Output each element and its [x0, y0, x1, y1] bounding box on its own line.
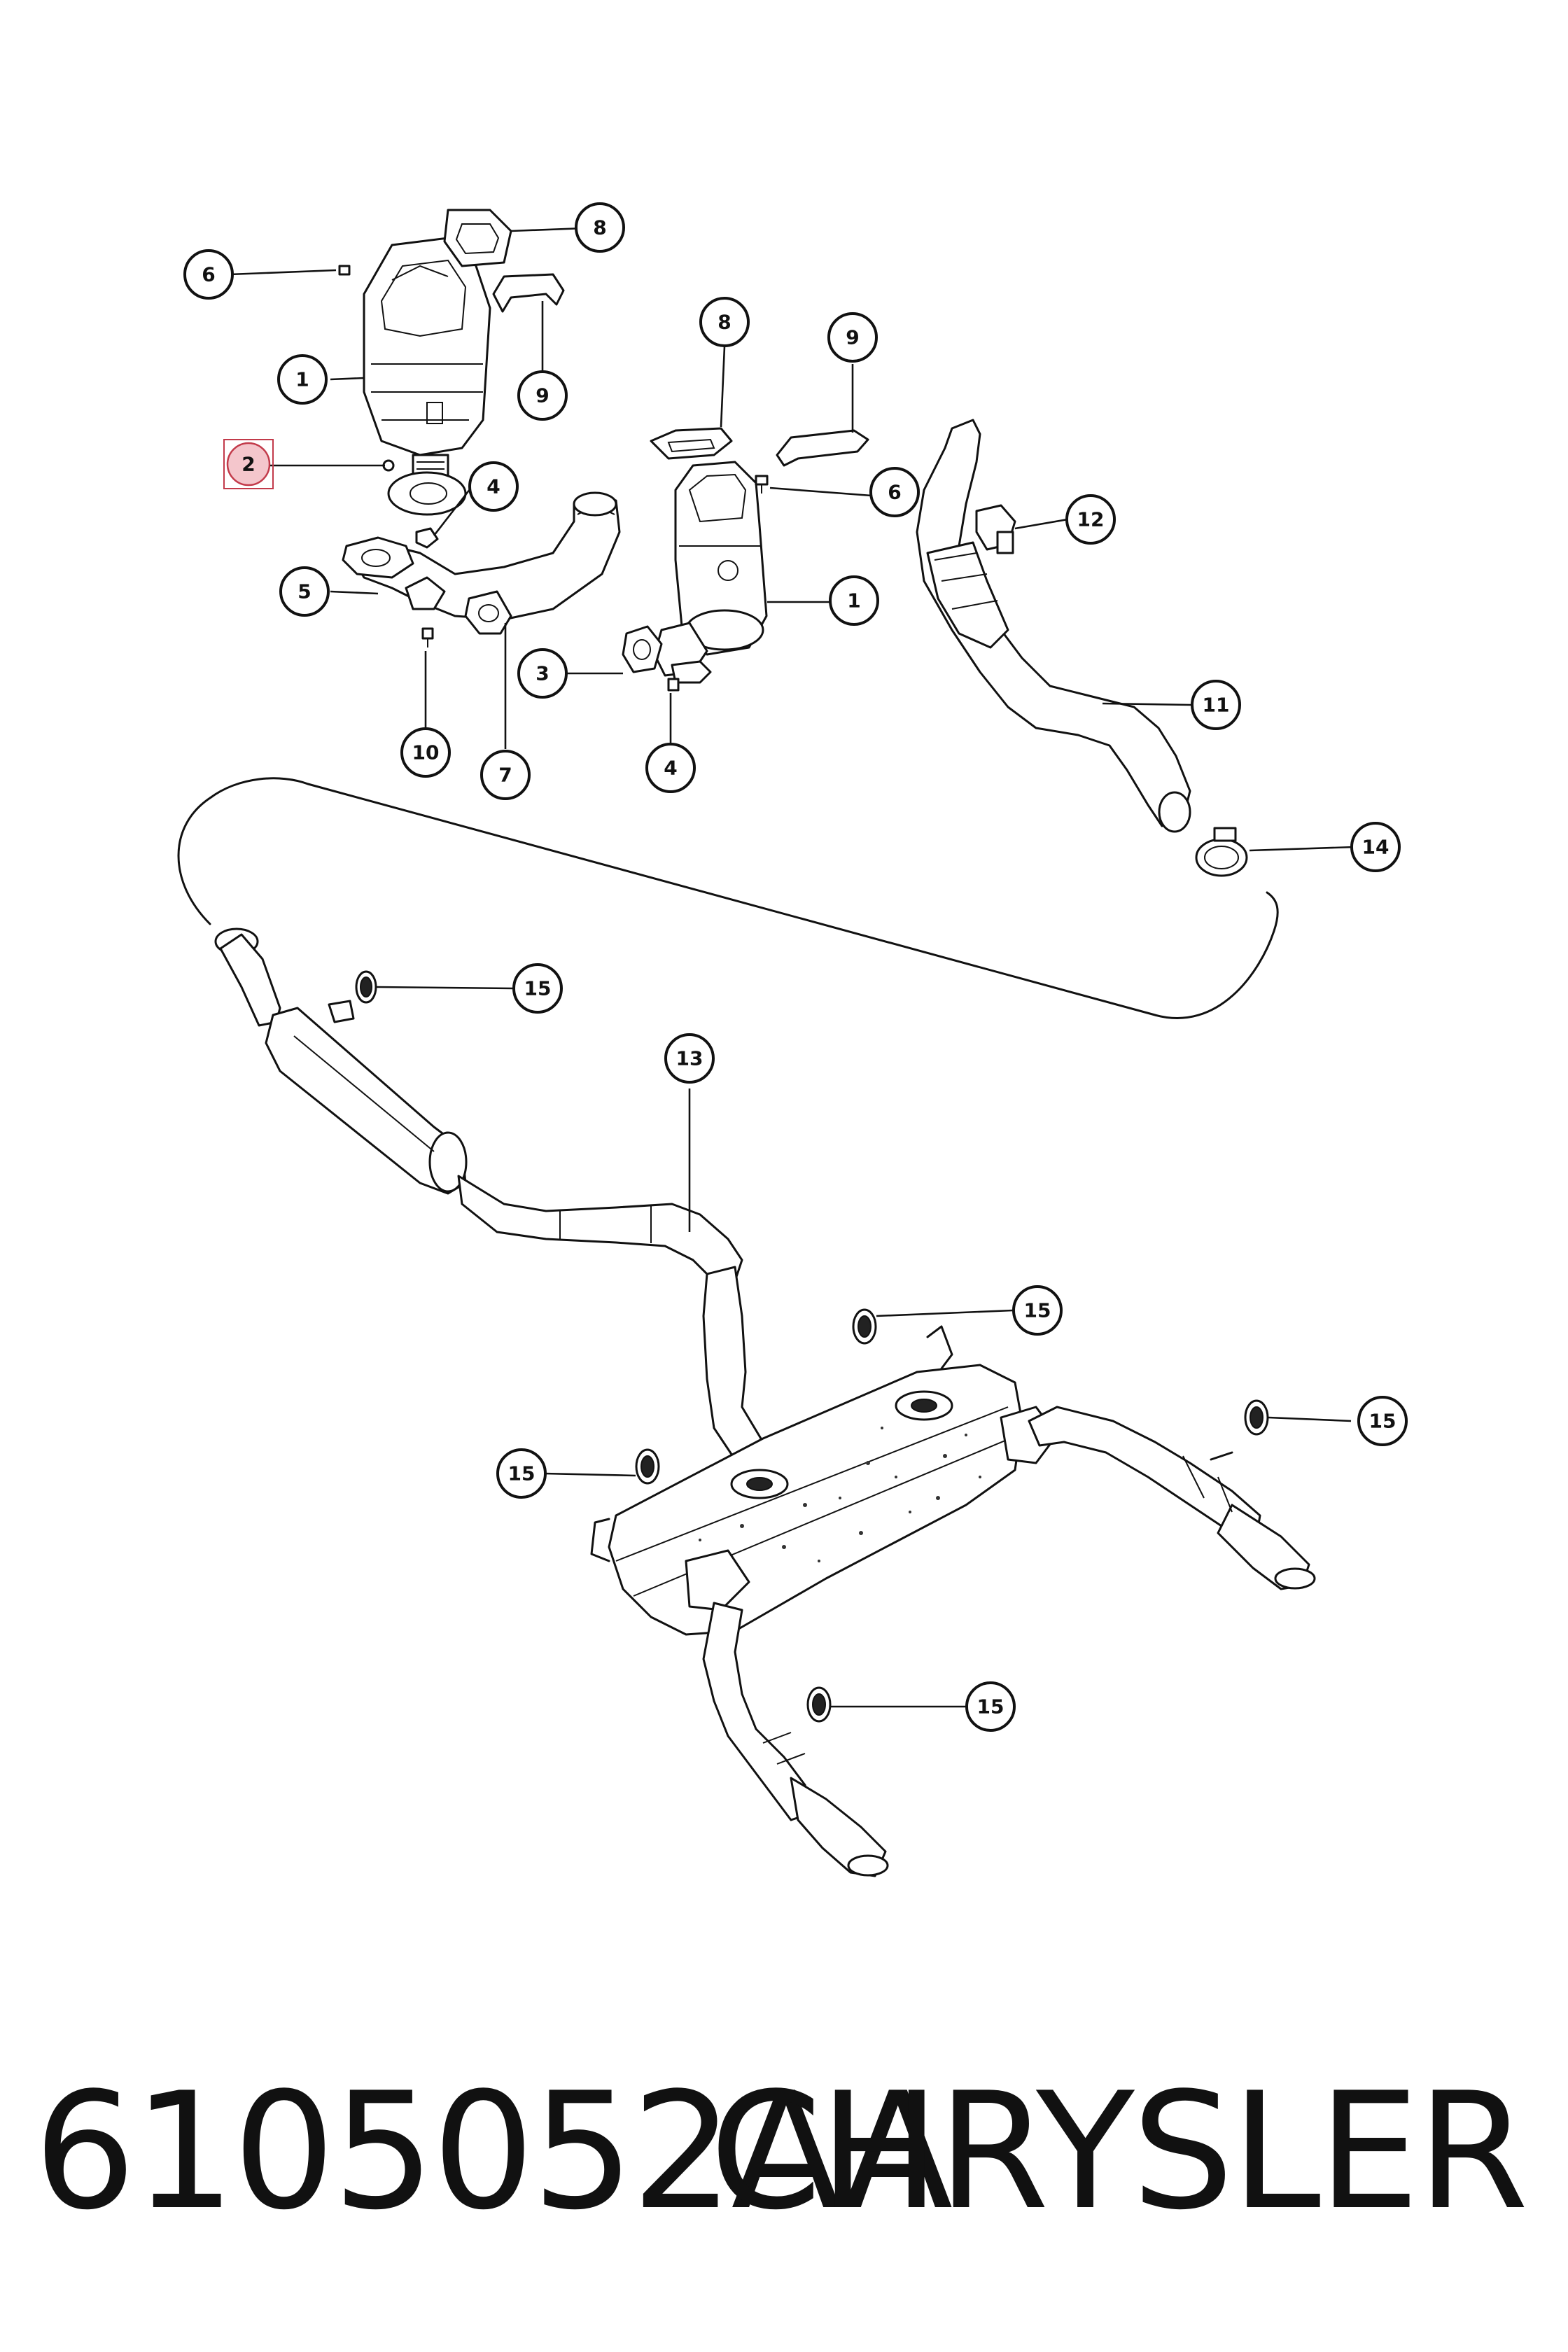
bolt-6-left [338, 265, 351, 276]
callout-12[interactable]: 12 [1065, 494, 1116, 545]
callout-1b[interactable]: 1 [829, 575, 879, 626]
isolator-15-c [1244, 1399, 1269, 1436]
intermediate-pipe-11 [916, 419, 1191, 833]
svg-text:1: 1 [295, 368, 309, 391]
svg-text:15: 15 [508, 1462, 536, 1485]
callout-8b[interactable]: 8 [699, 297, 750, 347]
callout-15c[interactable]: 15 [1357, 1396, 1408, 1446]
callout-7[interactable]: 7 [480, 750, 531, 800]
svg-text:2: 2 [241, 453, 255, 476]
callout-14[interactable]: 14 [1350, 822, 1401, 872]
gasket-3 [622, 625, 663, 673]
callout-8a[interactable]: 8 [575, 202, 625, 253]
tailpipe-right [1028, 1406, 1316, 1590]
svg-text:4: 4 [486, 475, 500, 498]
svg-text:10: 10 [412, 741, 440, 764]
svg-text:15: 15 [977, 1695, 1004, 1718]
bracket-9-right [776, 429, 869, 467]
svg-text:7: 7 [498, 764, 512, 787]
isolator-15-a [355, 970, 377, 1004]
bracket-9-upper [492, 273, 565, 313]
hanger-rods [590, 1325, 1233, 1562]
svg-text:6: 6 [202, 263, 215, 286]
isolator-15-b [852, 1308, 877, 1345]
svg-text:11: 11 [1203, 694, 1230, 717]
part-number: 6105052AA [34, 2059, 953, 2246]
svg-text:14: 14 [1362, 836, 1390, 859]
svg-text:13: 13 [676, 1047, 704, 1070]
catalytic-converter-right [653, 461, 768, 684]
svg-text:9: 9 [536, 384, 549, 407]
clamp-12 [975, 504, 1016, 554]
connection-arc [177, 777, 1279, 1019]
svg-text:12: 12 [1077, 508, 1105, 531]
callout-6b[interactable]: 6 [869, 467, 920, 517]
gasket-8-upper [443, 209, 512, 267]
clamp-14 [1195, 827, 1248, 877]
svg-text:3: 3 [536, 662, 549, 685]
highlight-box-2 [223, 439, 274, 489]
callout-10[interactable]: 10 [400, 727, 451, 778]
callout-6a[interactable]: 6 [183, 249, 234, 300]
svg-text:8: 8 [718, 311, 731, 334]
svg-text:6: 6 [888, 481, 901, 504]
callout-9a[interactable]: 9 [517, 370, 568, 421]
flange-left [387, 471, 467, 516]
svg-text:15: 15 [1369, 1410, 1396, 1433]
rear-muffler [608, 1364, 1058, 1636]
callout-4a[interactable]: 4 [468, 461, 519, 512]
callout-5[interactable]: 5 [279, 566, 330, 617]
svg-text:1: 1 [847, 589, 860, 612]
callout-13[interactable]: 13 [664, 1033, 715, 1084]
callout-11[interactable]: 11 [1191, 680, 1241, 730]
isolator-15-e [806, 1686, 832, 1723]
callout-15e[interactable]: 15 [965, 1681, 1016, 1732]
catalytic-converter-left [363, 237, 491, 484]
brand-name: CHRYSLER [709, 2059, 1529, 2246]
callout-1a[interactable]: 1 [277, 354, 328, 405]
nut-4-lower [667, 678, 680, 692]
callout-3[interactable]: 3 [517, 648, 568, 699]
bolt-10 [421, 627, 434, 648]
callout-9b[interactable]: 9 [827, 312, 878, 363]
svg-text:9: 9 [846, 326, 859, 349]
gasket-8-right [650, 427, 733, 460]
callout-15b[interactable]: 15 [1012, 1285, 1063, 1336]
tailpipe-left [702, 1602, 889, 1877]
callout-2[interactable]: 2 [226, 442, 271, 486]
svg-text:4: 4 [664, 757, 677, 780]
callout-15a[interactable]: 15 [512, 963, 563, 1014]
isolator-15-d [635, 1448, 660, 1485]
exhaust-system-diagram: 6 8 9 1 2 4 5 10 7 3 4 1 6 8 9 11 12 14 … [177, 202, 1408, 1877]
svg-text:8: 8 [593, 216, 606, 239]
leader-lines [229, 226, 1355, 1708]
bolt-6-right [755, 475, 769, 493]
resonator-assembly [214, 927, 778, 1478]
nut-4-upper [415, 527, 439, 549]
svg-text:15: 15 [1024, 1299, 1051, 1322]
stud-2 [382, 459, 395, 472]
callout-4b[interactable]: 4 [645, 743, 696, 793]
callout-15d[interactable]: 15 [496, 1448, 547, 1499]
y-pipe-5 [342, 491, 621, 635]
svg-text:15: 15 [524, 977, 552, 1000]
svg-text:5: 5 [298, 580, 311, 603]
